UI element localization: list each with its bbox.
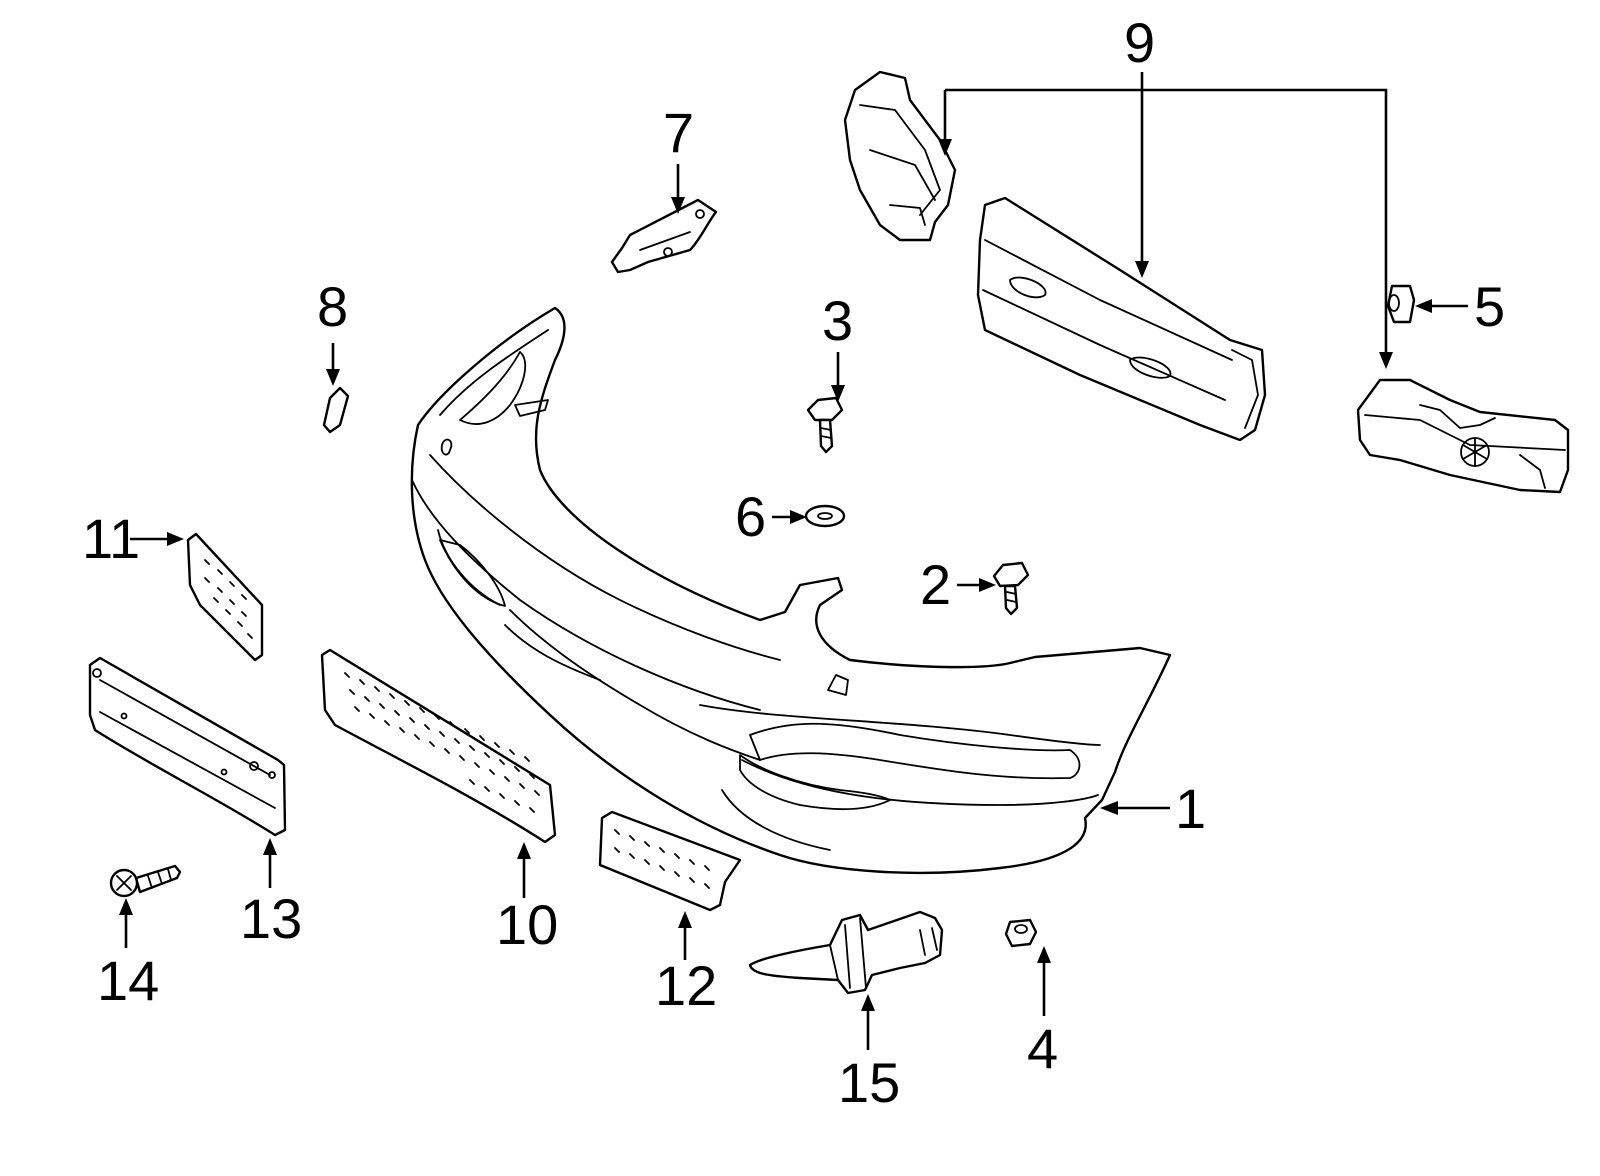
- part-8-clip: [322, 386, 350, 434]
- part-9-reinforcement-center: [976, 196, 1267, 442]
- leader-lines: [119, 72, 1468, 1050]
- callout-15: 15: [838, 1051, 900, 1114]
- part-3-bolt: [806, 396, 844, 454]
- part-15-sensor: [748, 910, 944, 995]
- part-2-bolt: [992, 561, 1030, 616]
- callout-1: 1: [1175, 777, 1206, 840]
- part-5-nut: [1386, 284, 1416, 324]
- callout-6: 6: [735, 485, 766, 548]
- part-10-grille: [320, 648, 557, 844]
- part-7-bracket: [610, 198, 718, 274]
- callout-9: 9: [1124, 11, 1155, 74]
- callout-3: 3: [822, 289, 853, 352]
- part-12-grille: [598, 810, 742, 912]
- callout-13: 13: [240, 887, 302, 950]
- part-1-bumper-cover: [410, 306, 1172, 875]
- callout-labels: 1 2 3 4 5 6 7 8 9 10 11 12 13 14 15: [82, 11, 1505, 1114]
- part-4-nut: [1004, 918, 1038, 948]
- callout-10: 10: [496, 893, 558, 956]
- callout-7: 7: [663, 101, 694, 164]
- callout-4: 4: [1027, 1017, 1058, 1080]
- callout-11: 11: [82, 507, 140, 570]
- part-9-absorber-left: [843, 70, 957, 242]
- part-9-absorber-right: [1356, 378, 1570, 494]
- part-11-grille: [186, 532, 264, 662]
- part-14-screw: [109, 864, 182, 898]
- callout-5: 5: [1474, 275, 1505, 338]
- callout-14: 14: [97, 949, 159, 1012]
- part-6-washer: [804, 504, 846, 528]
- part-13-plate-bracket: [88, 656, 287, 837]
- callout-8: 8: [317, 275, 348, 338]
- callout-2: 2: [920, 553, 951, 616]
- callout-12: 12: [655, 954, 717, 1017]
